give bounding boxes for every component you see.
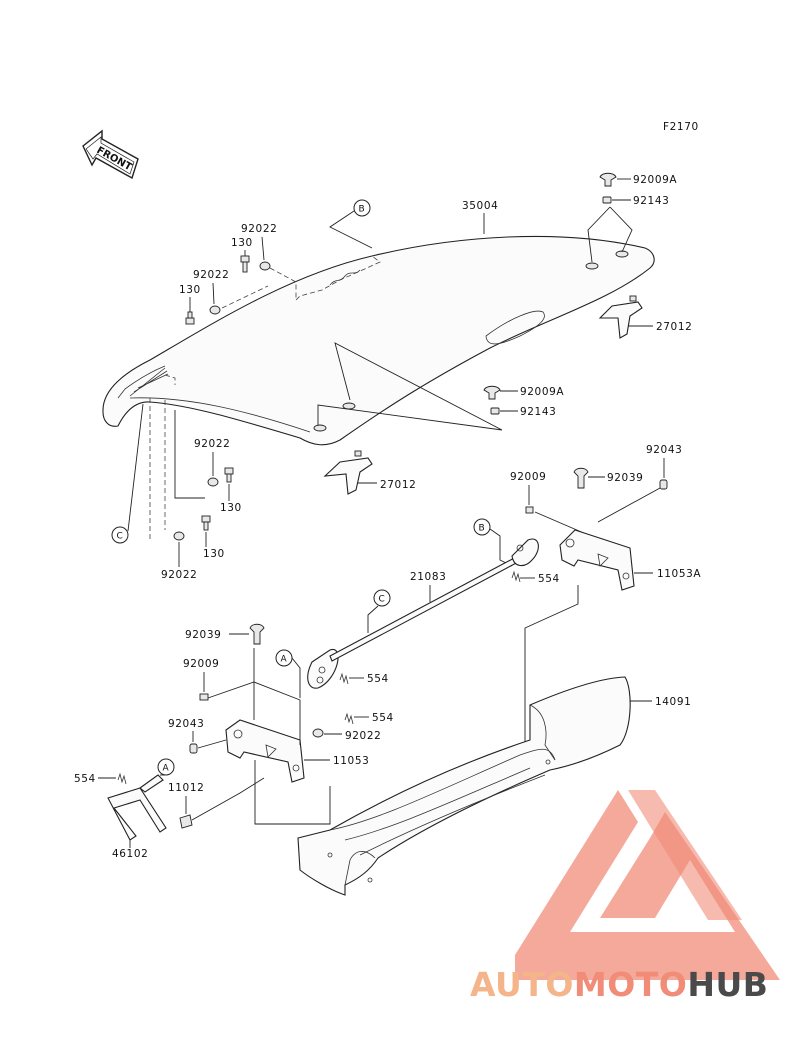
figure-code: F2170 xyxy=(663,121,699,133)
washer-92022-ul1 xyxy=(259,261,271,271)
bracket-11053a xyxy=(559,529,635,591)
pin-92043-right xyxy=(659,479,668,490)
front-arrow-icon: FRONT xyxy=(82,129,139,180)
ref-circle-b-top: B xyxy=(353,199,371,217)
label-92022-ul1: 92022 xyxy=(241,223,277,235)
label-92022-ul2: 92022 xyxy=(193,269,229,281)
ref-a-top-text: A xyxy=(281,655,288,665)
clip-554-mid xyxy=(339,672,349,685)
bolt-130-ll1 xyxy=(224,467,234,483)
label-92043-right: 92043 xyxy=(646,444,682,456)
label-92009a-mid: 92009A xyxy=(520,386,564,398)
bolt-92039-right xyxy=(573,467,589,489)
watermark-part2: MOTO xyxy=(574,965,687,1004)
label-92039-right: 92039 xyxy=(607,472,643,484)
ref-circle-c-left: C xyxy=(111,526,129,544)
bolt-130-ll2 xyxy=(201,515,211,531)
clip-92009a-mid xyxy=(483,385,501,400)
label-35004: 35004 xyxy=(462,200,498,212)
bolt-130-ul1 xyxy=(240,255,250,273)
ref-c-left-text: C xyxy=(117,532,123,542)
watermark-part1: AUTO xyxy=(470,965,574,1004)
ref-circle-c-mid: C xyxy=(373,589,391,607)
label-92143-mid: 92143 xyxy=(520,406,556,418)
clip-554-right xyxy=(511,570,521,583)
clip-554-left xyxy=(117,772,127,785)
ref-b-top-text: B xyxy=(359,205,365,215)
label-130-ul1: 130 xyxy=(231,237,253,249)
label-46102: 46102 xyxy=(112,848,148,860)
pin-92043-left xyxy=(189,743,198,754)
bracket-27012-right xyxy=(598,295,643,339)
ref-b-mid-text: B xyxy=(479,524,485,534)
label-11053: 11053 xyxy=(333,755,369,767)
bolt-92039-left xyxy=(249,623,265,645)
label-554-mid2: 554 xyxy=(372,712,394,724)
bolt-92009-left xyxy=(199,693,209,701)
clip-92009a-top xyxy=(599,172,617,187)
bracket-27012-center xyxy=(323,450,373,495)
bolt-130-ul2 xyxy=(185,311,195,325)
label-21083: 21083 xyxy=(410,571,446,583)
rod-21083 xyxy=(307,538,539,689)
label-14091: 14091 xyxy=(655,696,691,708)
washer-92022-ll2 xyxy=(173,531,185,541)
tool-46102 xyxy=(107,774,167,841)
bolt-92009-right xyxy=(525,506,534,514)
ref-circle-a-bottom: A xyxy=(157,758,175,776)
washer-92022-ll1 xyxy=(207,477,219,487)
clip-554-mid2 xyxy=(344,712,354,725)
label-554-mid: 554 xyxy=(367,673,389,685)
cap-11012 xyxy=(179,814,193,829)
label-92039-left: 92039 xyxy=(185,629,221,641)
label-11053a: 11053A xyxy=(657,568,701,580)
nut-92143-mid xyxy=(490,407,500,415)
washer-92022-ul2 xyxy=(209,305,221,315)
label-130-ll1: 130 xyxy=(220,502,242,514)
label-92009-right: 92009 xyxy=(510,471,546,483)
label-92009-left: 92009 xyxy=(183,658,219,670)
label-92022-mid: 92022 xyxy=(345,730,381,742)
watermark-text: AUTOMOTOHUB xyxy=(470,965,768,1004)
label-92043-left: 92043 xyxy=(168,718,204,730)
label-92022-ll1: 92022 xyxy=(194,438,230,450)
nut-92143-top xyxy=(602,196,612,204)
label-11012: 11012 xyxy=(168,782,204,794)
label-554-right: 554 xyxy=(538,573,560,585)
ref-circle-b-mid: B xyxy=(473,518,491,536)
label-27012-right: 27012 xyxy=(656,321,692,333)
label-554-left: 554 xyxy=(74,773,96,785)
ref-circle-a-top: A xyxy=(275,649,293,667)
label-27012-center: 27012 xyxy=(380,479,416,491)
label-130-ul2: 130 xyxy=(179,284,201,296)
watermark-logo xyxy=(515,790,780,980)
label-92143-top: 92143 xyxy=(633,195,669,207)
label-92022-ll2: 92022 xyxy=(161,569,197,581)
watermark-part3: HUB xyxy=(687,965,768,1004)
label-130-ll2: 130 xyxy=(203,548,225,560)
ref-a-bottom-text: A xyxy=(163,764,170,774)
washer-92022-mid xyxy=(312,728,324,738)
label-92009a-top: 92009A xyxy=(633,174,677,186)
bracket-11053 xyxy=(225,719,305,783)
tray-14091 xyxy=(297,676,631,896)
ref-c-mid-text: C xyxy=(379,595,385,605)
